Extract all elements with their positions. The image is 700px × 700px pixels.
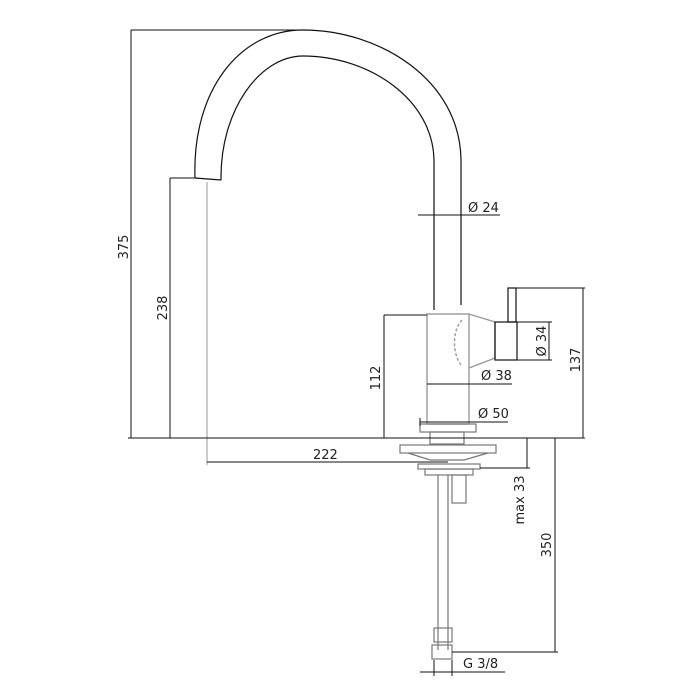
dim-238: 238 <box>156 296 171 321</box>
dim-137: 137 <box>569 348 584 373</box>
dim-max-33: max 33 <box>513 476 528 525</box>
base-mount <box>399 423 497 660</box>
lever <box>494 287 518 361</box>
dim-spout-diameter: Ø 24 <box>468 201 499 216</box>
dim-350: 350 <box>540 533 555 558</box>
spout <box>194 29 462 310</box>
dim-lever-diameter: Ø 34 <box>535 326 550 357</box>
dim-g-3-8: G 3/8 <box>463 657 498 672</box>
dimension-lines <box>128 29 585 676</box>
dim-222: 222 <box>313 448 338 463</box>
dim-375: 375 <box>117 235 132 260</box>
dim-base-diameter: Ø 50 <box>478 407 509 422</box>
dim-body-diameter: Ø 38 <box>481 369 512 384</box>
dim-112: 112 <box>369 366 384 391</box>
